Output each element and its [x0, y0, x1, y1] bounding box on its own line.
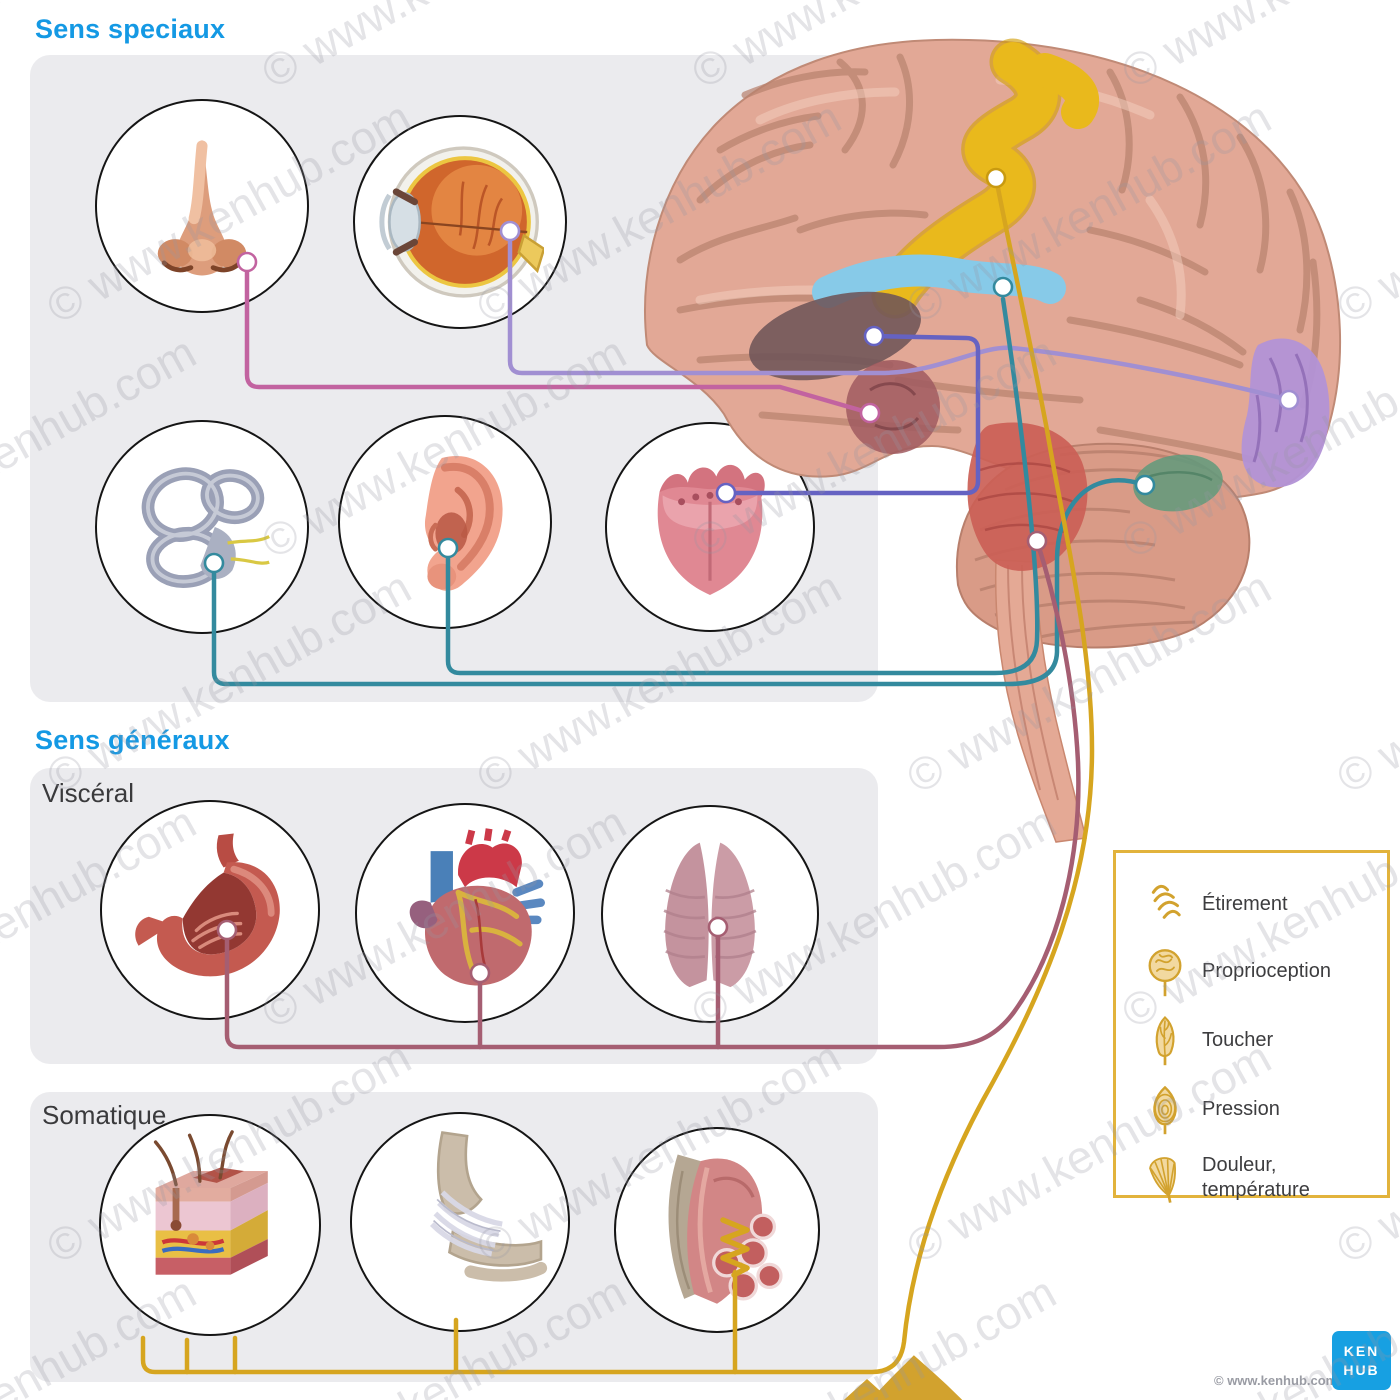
circle-vestibular	[95, 420, 309, 634]
circle-muscle	[614, 1127, 820, 1333]
dot-cerebellum	[1134, 474, 1156, 496]
logo-line1: KEN	[1343, 1343, 1380, 1360]
visceral-label: Viscéral	[42, 778, 135, 808]
brainstem-cord	[994, 559, 1087, 843]
circle-nose	[95, 99, 309, 313]
watermark-text: © www.kenhub.com	[897, 90, 1280, 334]
dot-brainstem	[1026, 530, 1048, 552]
dot-visual-cortex	[1278, 389, 1300, 411]
legend-item-proprioception: Proprioception	[1142, 944, 1369, 998]
watermark-text: © www.kenhub.com	[1112, 325, 1400, 569]
tongue-icon	[657, 464, 765, 595]
proprioception-icon	[1142, 944, 1188, 998]
region-vestibular-green	[1133, 454, 1223, 512]
legend-item-toucher: Toucher	[1142, 1013, 1369, 1067]
pain-temperature-icon	[1142, 1151, 1188, 1205]
kenhub-logo: KEN HUB	[1332, 1331, 1391, 1390]
special-senses-title: Sens speciaux	[35, 14, 226, 44]
stomach-icon	[135, 833, 280, 977]
dot-auditory-cortex	[992, 276, 1014, 298]
ear-icon	[424, 455, 503, 591]
skin-icon	[153, 1130, 268, 1275]
legend: Étirement Proprioception Toucher Pressio…	[1113, 850, 1390, 1205]
copyright-text: © www.kenhub.com	[1214, 1373, 1338, 1388]
heart-icon	[409, 828, 545, 986]
legend-label: Étirement	[1202, 892, 1288, 915]
circle-stomach	[100, 800, 320, 1020]
lungs-icon	[663, 842, 757, 988]
touch-icon	[1142, 1013, 1188, 1067]
logo-line2: HUB	[1343, 1361, 1380, 1378]
watermark-text: © www.kenhub.com	[1112, 0, 1400, 99]
watermark-text: © www.kenhub.com	[897, 560, 1280, 804]
circle-skin	[99, 1114, 321, 1336]
circle-heart	[355, 803, 575, 1023]
circle-elbow	[350, 1112, 570, 1332]
general-senses-title: Sens généraux	[35, 725, 230, 755]
legend-item-etirement: Étirement	[1142, 879, 1369, 929]
circle-ear	[338, 415, 552, 629]
pressure-icon	[1142, 1082, 1188, 1136]
region-somatosensory-yellow	[871, 38, 1062, 319]
legend-label: Pression	[1202, 1097, 1280, 1120]
region-visual-purple	[1241, 338, 1330, 488]
circle-lungs	[601, 805, 819, 1023]
brainstem-pons	[967, 422, 1088, 571]
dot-somatosensory-cortex	[985, 167, 1007, 189]
legend-label: Toucher	[1202, 1028, 1274, 1051]
cerebellum-striations	[974, 450, 1206, 640]
stretch-icon	[1142, 879, 1188, 929]
vestibular-icon	[141, 467, 270, 588]
watermark-text: © www.kenhub.com	[1327, 90, 1400, 334]
legend-label: Douleur, température	[1202, 1154, 1310, 1201]
muscle-icon	[668, 1154, 783, 1304]
touch-receptor-icon	[698, 1392, 1137, 1400]
cerebellum	[955, 442, 1251, 649]
legend-label: Proprioception	[1202, 959, 1331, 982]
elbow-joint-icon	[429, 1131, 548, 1282]
nose-icon	[157, 139, 247, 276]
legend-item-pression: Pression	[1142, 1082, 1369, 1136]
circle-tongue	[605, 422, 815, 632]
watermark-text: © www.kenhub.com	[1327, 560, 1400, 804]
legend-item-douleur: Douleur, température	[1142, 1151, 1369, 1205]
circle-eye	[353, 115, 567, 329]
eye-icon	[379, 146, 544, 298]
